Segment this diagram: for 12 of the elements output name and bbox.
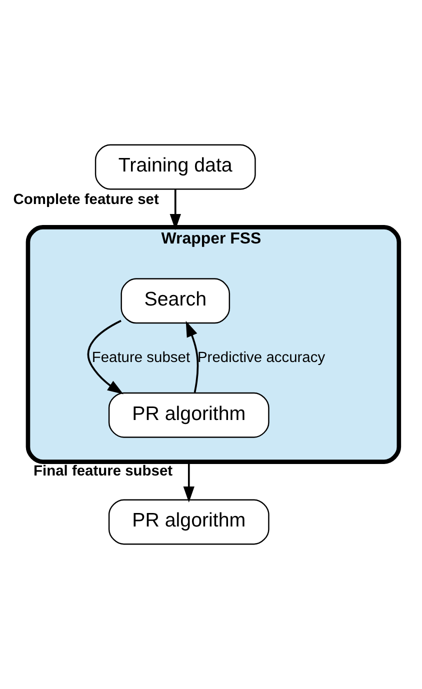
node-box: Training data — [94, 144, 256, 190]
arrow — [183, 462, 194, 502]
edge-label: Final feature subset — [34, 464, 173, 480]
edge-label: Complete feature set — [13, 192, 159, 208]
node-box: PR algorithm — [108, 392, 270, 438]
arrow — [87, 320, 124, 394]
edge-label: Feature subset — [92, 350, 190, 366]
arrow — [186, 320, 199, 393]
node-box: PR algorithm — [108, 499, 270, 545]
edge-label: Predictive accuracy — [197, 350, 326, 366]
node-box: Search — [120, 278, 230, 324]
arrow — [170, 189, 181, 230]
